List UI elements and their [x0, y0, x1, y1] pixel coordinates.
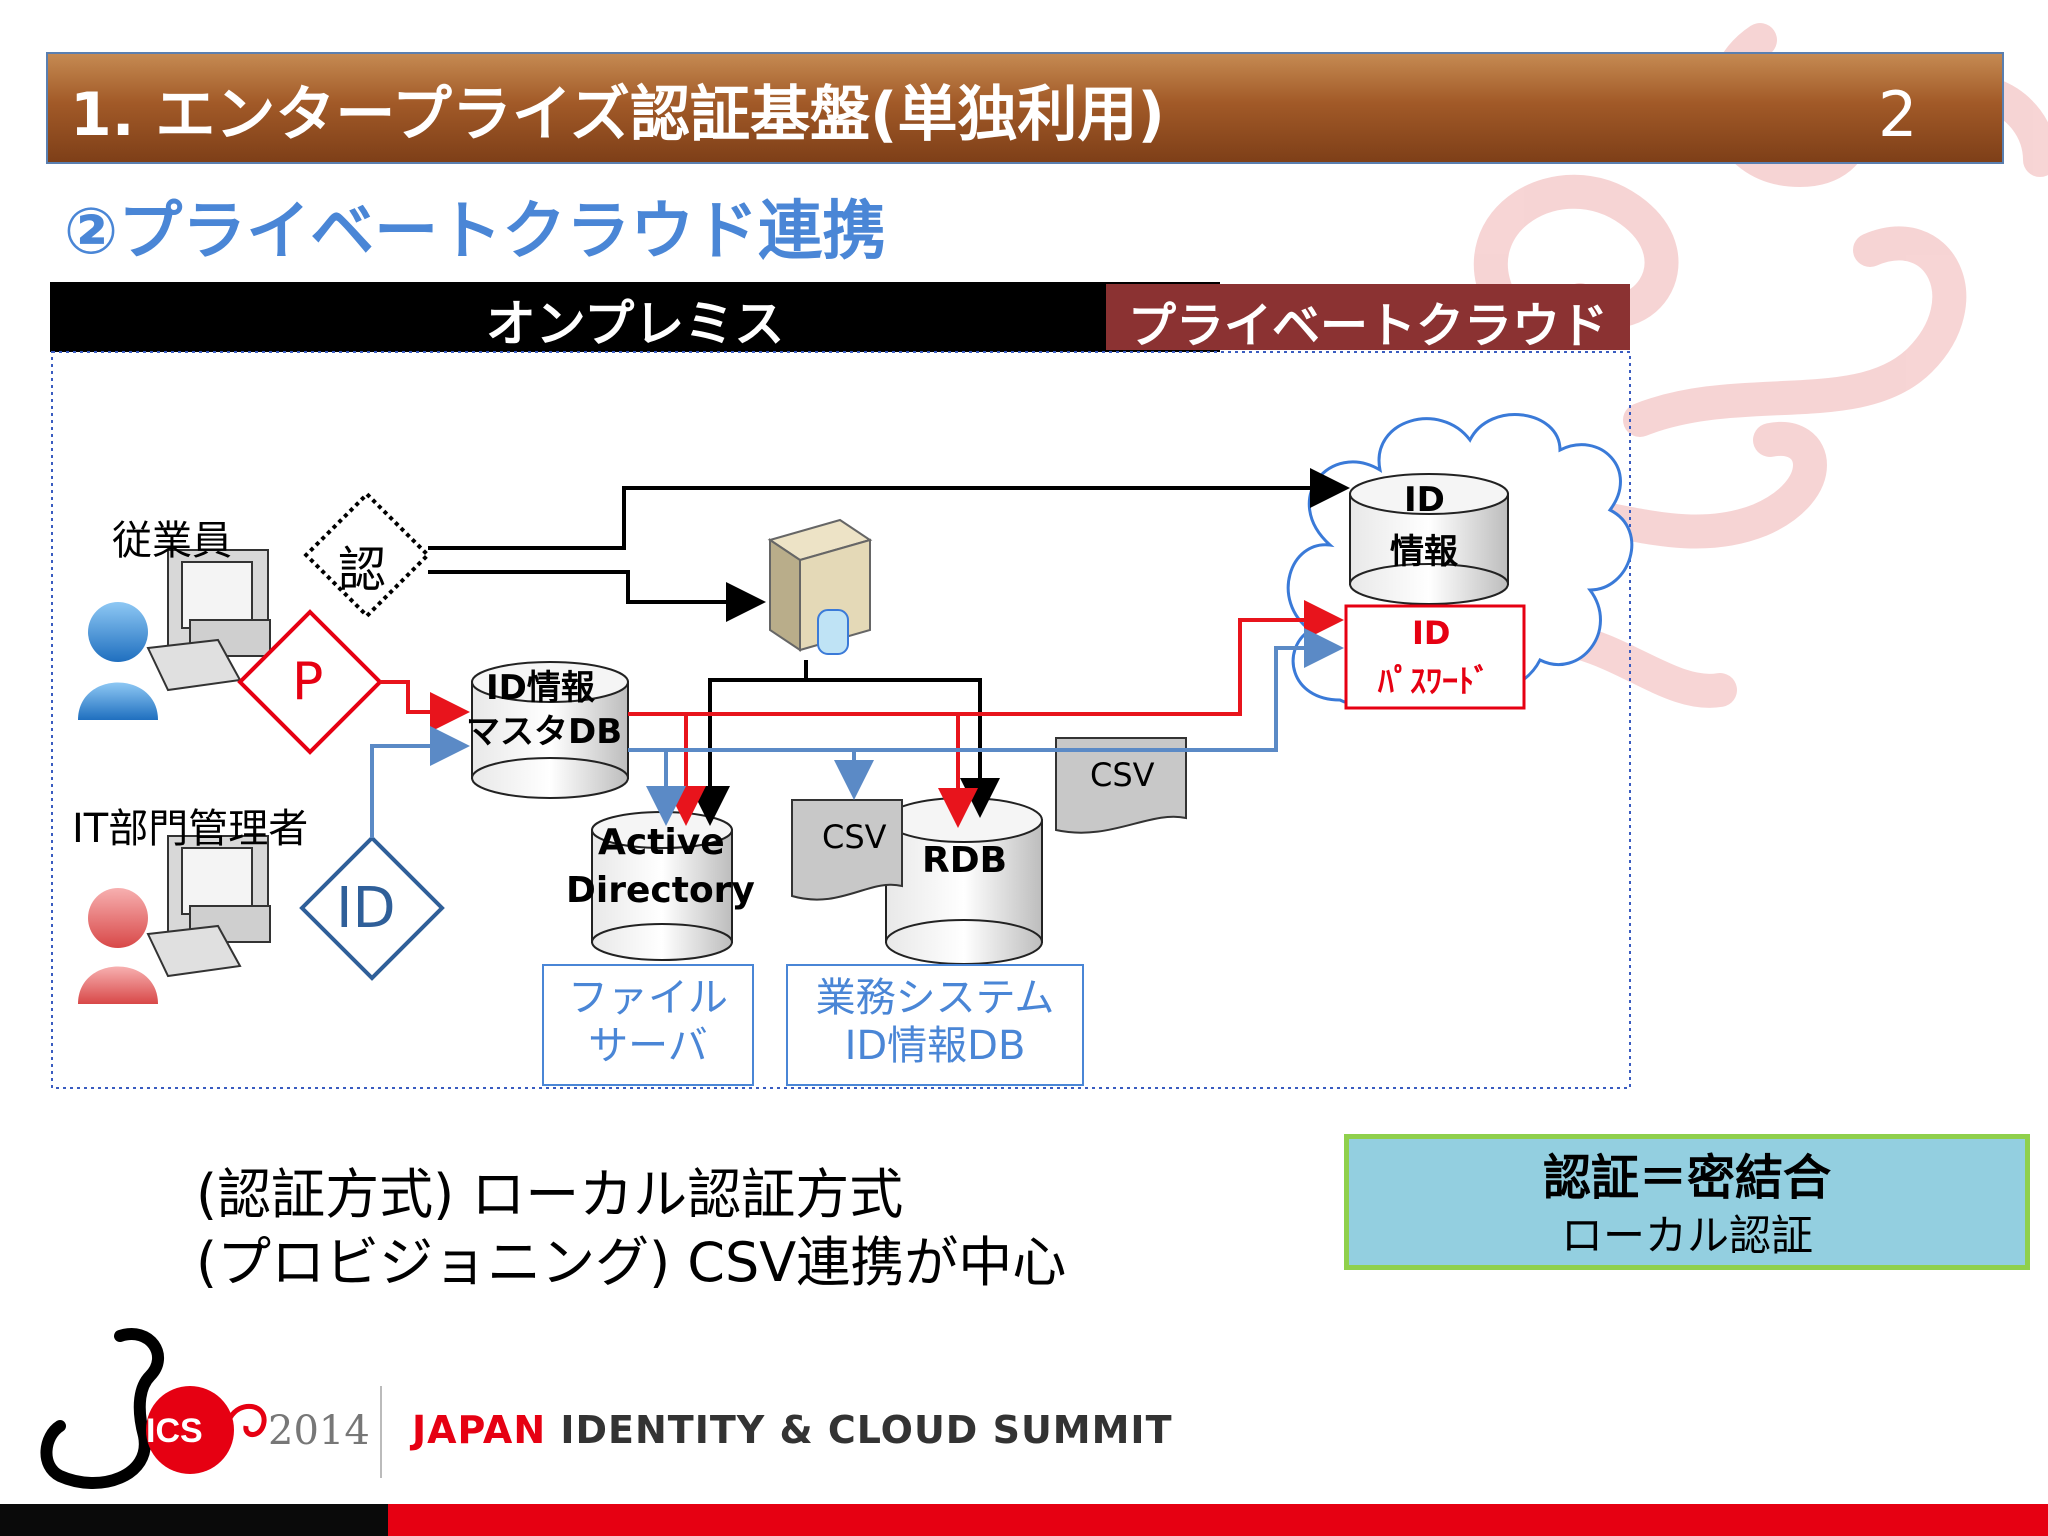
password-badge-label: P — [292, 652, 324, 712]
footer-black-bar — [0, 1504, 388, 1536]
summary-subtitle: ローカル認証 — [1560, 1211, 1813, 1260]
cloud-id-info-label-line2: 情報 — [1390, 532, 1458, 572]
id-master-db-cylinder — [471, 661, 629, 799]
rdb-label: RDB — [922, 840, 1008, 881]
employee-pc-icon — [146, 549, 271, 692]
title-bar — [46, 52, 2004, 164]
onprem-label: オンプレミス — [485, 295, 785, 353]
summit-name: JAPAN IDENTITY & CLOUD SUMMIT — [412, 1408, 1172, 1452]
arrow-server-to-rdb — [806, 678, 1000, 818]
cloud-password-label-line2: ﾊﾟｽﾜｰﾄﾞ — [1378, 662, 1491, 700]
logo-red-circle — [146, 1386, 234, 1474]
summit-name-rest: IDENTITY & CLOUD SUMMIT — [546, 1408, 1173, 1452]
file-server-label-line2: サーバ — [588, 1023, 708, 1069]
master-db-label-line1: ID情報 — [486, 668, 595, 708]
biz-system-label-line1: 業務システム — [815, 975, 1055, 1021]
summary-box — [1344, 1134, 2030, 1270]
cloud-password-label-line1: ID — [1412, 614, 1451, 652]
server-icon — [767, 518, 873, 655]
admin-pc-icon — [146, 835, 271, 978]
csv-document-left — [791, 799, 903, 901]
onprem-region — [51, 351, 1631, 1089]
auth-badge-label: 認 — [338, 542, 387, 598]
employee-person-icon — [78, 602, 158, 720]
employee-label: 従業員 — [112, 518, 232, 564]
csv-right-label: CSV — [1090, 756, 1155, 794]
cloud-password-box — [1344, 604, 1526, 710]
arrow-auth-to-cloud — [428, 468, 1350, 550]
slide-subtitle: ②プライベートクラウド連携 — [64, 195, 887, 269]
it-admin-label: IT部門管理者 — [72, 806, 309, 852]
arrow-auth-to-server — [428, 570, 766, 622]
arrow-id-to-master — [370, 726, 470, 838]
active-directory-cylinder — [591, 811, 733, 961]
csv-left-label: CSV — [822, 818, 887, 856]
rdb-cylinder — [885, 797, 1043, 965]
arrow-password-to-master — [380, 680, 470, 732]
biz-system-label-line2: ID情報DB — [844, 1023, 1026, 1069]
provisioning-method-text: (プロビジョニング) CSV連携が中心 — [196, 1231, 1067, 1294]
jics-logo: ICS — [40, 1328, 267, 1489]
cloud-id-info-label-line1: ID — [1404, 480, 1445, 520]
id-badge-diamond — [299, 835, 445, 981]
master-db-label-line2: マスタDB — [466, 712, 623, 752]
logo-brushstroke — [40, 1328, 164, 1489]
onprem-header-bar — [50, 282, 1220, 352]
ad-label-line2: Directory — [566, 870, 755, 911]
auth-method-text: (認証方式) ローカル認証方式 — [196, 1163, 904, 1226]
id-badge-label: ID — [336, 876, 396, 941]
auth-badge-diamond — [303, 491, 431, 619]
summary-title: 認証＝密結合 — [1542, 1150, 1831, 1206]
page-number: 2 — [1878, 78, 1918, 151]
slide-title: 1. エンタープライズ認証基盤(単独利用) — [70, 80, 1165, 150]
cloud-id-info-cylinder — [1349, 473, 1509, 605]
admin-person-icon — [78, 888, 158, 1004]
private-cloud-label: プライベートクラウド — [1127, 298, 1608, 354]
logo-swirl — [227, 1403, 267, 1437]
arrow-master-to-cloud-blue — [628, 628, 1344, 752]
arrow-server-to-ad — [690, 660, 808, 826]
summit-name-prefix: JAPAN — [412, 1408, 547, 1452]
arrow-master-to-cloud-pw — [628, 600, 1344, 716]
csv-document-right — [1055, 737, 1187, 834]
footer-divider — [380, 1386, 382, 1478]
footer-year: 2014 — [268, 1408, 370, 1454]
ad-label-line1: Active — [598, 822, 725, 863]
file-server-label-line1: ファイル — [568, 975, 728, 1021]
file-server-label-box: ファイル サーバ — [542, 964, 754, 1086]
logo-ics-text: ICS — [146, 1412, 203, 1450]
footer-red-bar — [388, 1504, 2048, 1536]
password-badge-diamond — [237, 609, 383, 755]
biz-system-db-label-box: 業務システム ID情報DB — [786, 964, 1084, 1086]
private-cloud-header-bar — [1106, 284, 1630, 350]
